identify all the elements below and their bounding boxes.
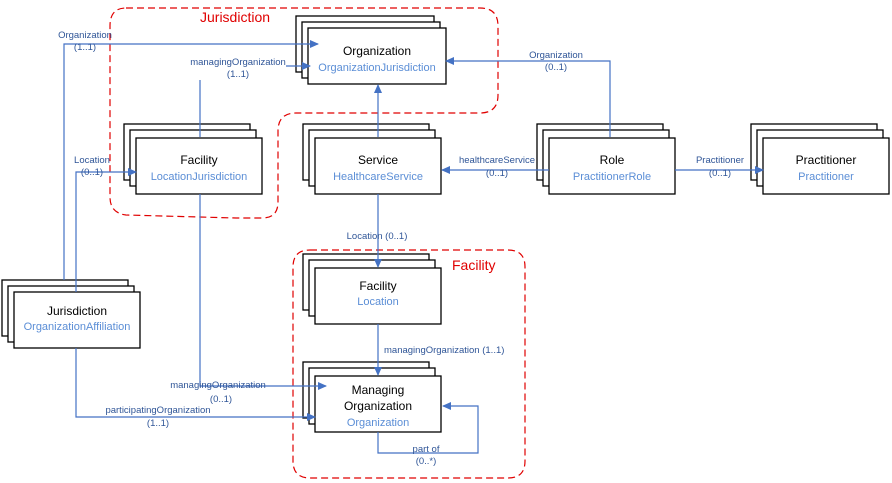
node-subtitle: Location: [357, 296, 399, 308]
role-node[interactable]: Role PractitionerRole: [536, 123, 676, 195]
edge-label-name: managingOrganization: [190, 57, 286, 68]
edge-affiliation-organization: [63, 40, 319, 280]
node-title: Jurisdiction: [47, 304, 107, 318]
node-subtitle: PractitionerRole: [573, 171, 651, 183]
facility-region-label: Facility: [452, 257, 496, 273]
facility-location-node[interactable]: Facility Location: [302, 253, 442, 325]
edge-label-card: (1..1): [227, 69, 249, 80]
node-title: Role: [600, 153, 625, 167]
jurisdiction-region: [109, 7, 499, 219]
edge-label-card: (0..1): [486, 168, 508, 179]
organization-jurisdiction-node[interactable]: Organization OrganizationJurisdiction: [295, 15, 447, 85]
node-subtitle: Practitioner: [798, 171, 854, 183]
edge-label-name: part of: [413, 444, 440, 455]
node-subtitle: HealthcareService: [333, 171, 423, 183]
jurisdiction-region-label: Jurisdiction: [200, 9, 270, 25]
edge-label-name: healthcareService: [459, 155, 535, 166]
node-subtitle: OrganizationJurisdiction: [318, 62, 435, 74]
service-node[interactable]: Service HealthcareService: [302, 123, 442, 195]
edge-label-name: managingOrganization: [170, 380, 266, 391]
node-title: Practitioner: [796, 153, 857, 167]
edge-part-of: [377, 402, 479, 454]
edge-label-name: Organization: [529, 50, 583, 61]
edge-label-card: (0..*): [416, 456, 437, 467]
node-subtitle: OrganizationAffiliation: [24, 321, 131, 333]
node-title: Facility: [359, 279, 396, 293]
practitioner-node[interactable]: Practitioner Practitioner: [750, 123, 890, 195]
edge-label-card: (0..1): [545, 62, 567, 73]
node-title-line1: Managing: [352, 383, 405, 397]
edge-label-name: participatingOrganization: [105, 405, 210, 416]
jurisdiction-affiliation-node[interactable]: Jurisdiction OrganizationAffiliation: [1, 279, 141, 349]
edge-label-name: Location: [74, 155, 110, 166]
facility-region: [292, 249, 526, 479]
edge-label-name: Organization: [58, 30, 112, 41]
edge-label-card: (1..1): [147, 418, 169, 429]
edge-label-card: (1..1): [74, 42, 96, 53]
edge-label-card: (0..1): [210, 394, 232, 405]
edge-participating-organization: [75, 348, 316, 421]
edge-affiliation-location: [75, 168, 137, 292]
node-subtitle: LocationJurisdiction: [151, 171, 248, 183]
edge-label-card: (0..1): [81, 167, 103, 178]
edge-role-organization: [445, 57, 611, 137]
node-title: Service: [358, 153, 398, 167]
facility-jurisdiction-node[interactable]: Facility LocationJurisdiction: [123, 123, 263, 195]
node-subtitle: Organization: [347, 417, 409, 429]
managing-organization-node[interactable]: Managing Organization Organization: [302, 361, 442, 433]
node-title-line2: Organization: [344, 399, 412, 413]
edge-label: Location (0..1): [347, 231, 408, 242]
edge-facility-managing-organization-2: [199, 194, 327, 390]
edge-label: managingOrganization (1..1): [384, 345, 504, 356]
node-title: Organization: [343, 44, 411, 58]
edge-label-card: (0..1): [709, 168, 731, 179]
edge-label-name: Practitioner: [696, 155, 744, 166]
node-title: Facility: [180, 153, 217, 167]
